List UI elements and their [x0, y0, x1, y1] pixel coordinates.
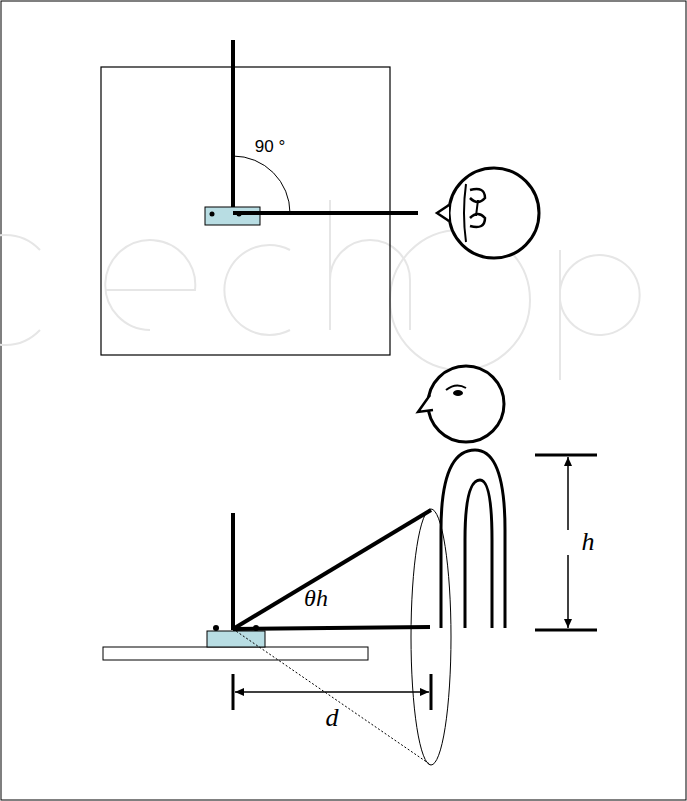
distance-dimension: d [326, 705, 339, 731]
height-dimension: h [582, 529, 595, 555]
angle-symbol: θh [304, 586, 328, 610]
angle-label: 90 ° [255, 138, 285, 155]
